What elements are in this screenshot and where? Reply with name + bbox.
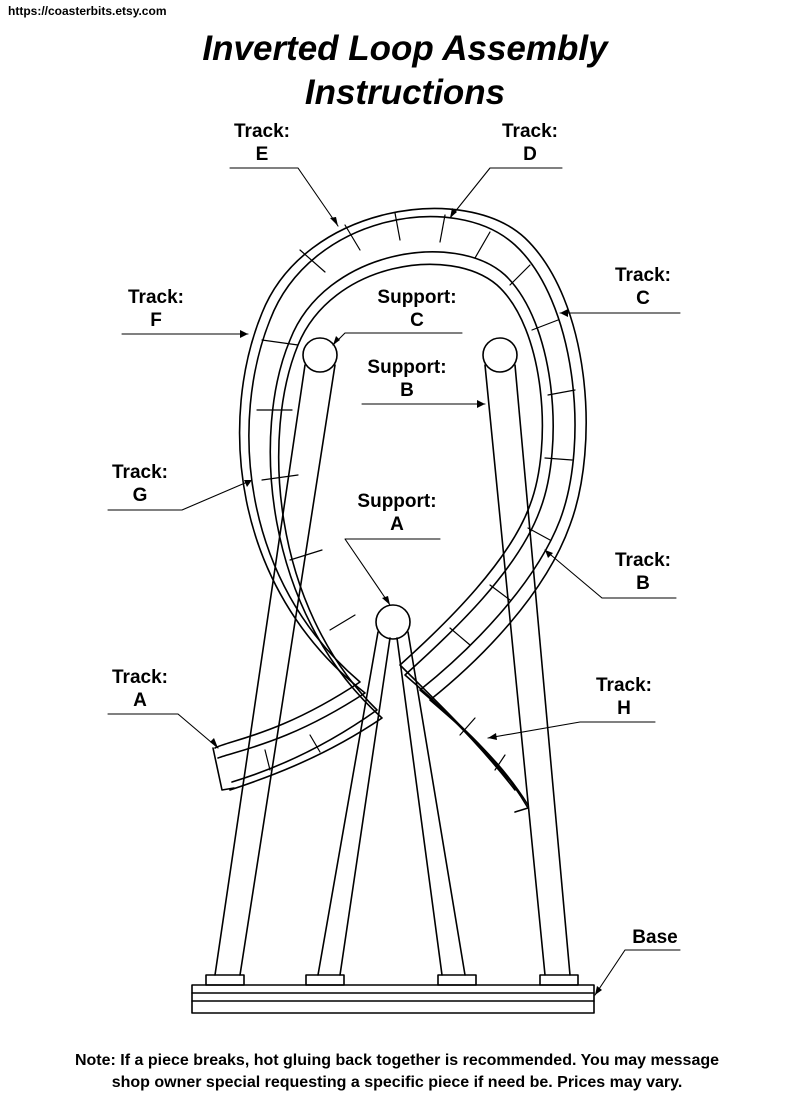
column-feet — [205, 974, 579, 986]
label-track-g: Track:G — [112, 462, 168, 506]
support-a-joint — [375, 604, 411, 640]
track-loop-inner — [229, 251, 554, 791]
label-base: Base — [632, 927, 678, 948]
page-title-line-2: Instructions — [304, 73, 506, 112]
support-b-joint — [482, 337, 518, 373]
base-plate — [191, 984, 595, 1014]
leader-arrowheads — [210, 208, 602, 995]
track-h-end — [514, 794, 529, 813]
support-c-joint — [302, 337, 338, 373]
footer-note-line-2: shop owner special requesting a specific… — [111, 1074, 683, 1092]
label-track-b: Track:B — [615, 550, 671, 594]
shop-url: https://coasterbits.etsy.com — [8, 4, 167, 18]
label-support-c: Support:C — [377, 287, 457, 331]
label-track-c: Track:C — [615, 265, 671, 309]
label-track-f: Track:F — [128, 287, 184, 331]
footer-note-line-1: Note: If a piece breaks, hot gluing back… — [74, 1052, 720, 1069]
track-a-end — [212, 747, 235, 791]
label-support-b: Support:B — [367, 357, 447, 401]
label-support-a: Support:A — [357, 491, 437, 535]
label-track-a: Track:A — [112, 667, 168, 711]
support-a-column — [317, 604, 466, 976]
support-b-column — [482, 337, 571, 976]
label-track-e: Track:E — [234, 121, 290, 165]
label-track-h: Track:H — [596, 675, 652, 719]
track-loop-outer-2 — [217, 207, 587, 806]
support-c-column — [214, 337, 338, 976]
track-loop-inner-2 — [231, 263, 544, 783]
page-title-line-1: Inverted Loop Assembly — [202, 29, 608, 68]
label-track-d: Track:D — [502, 121, 558, 165]
footer-note: Note: If a piece breaks, hot gluing back… — [0, 1050, 794, 1095]
track-segment-ticks — [256, 212, 576, 771]
